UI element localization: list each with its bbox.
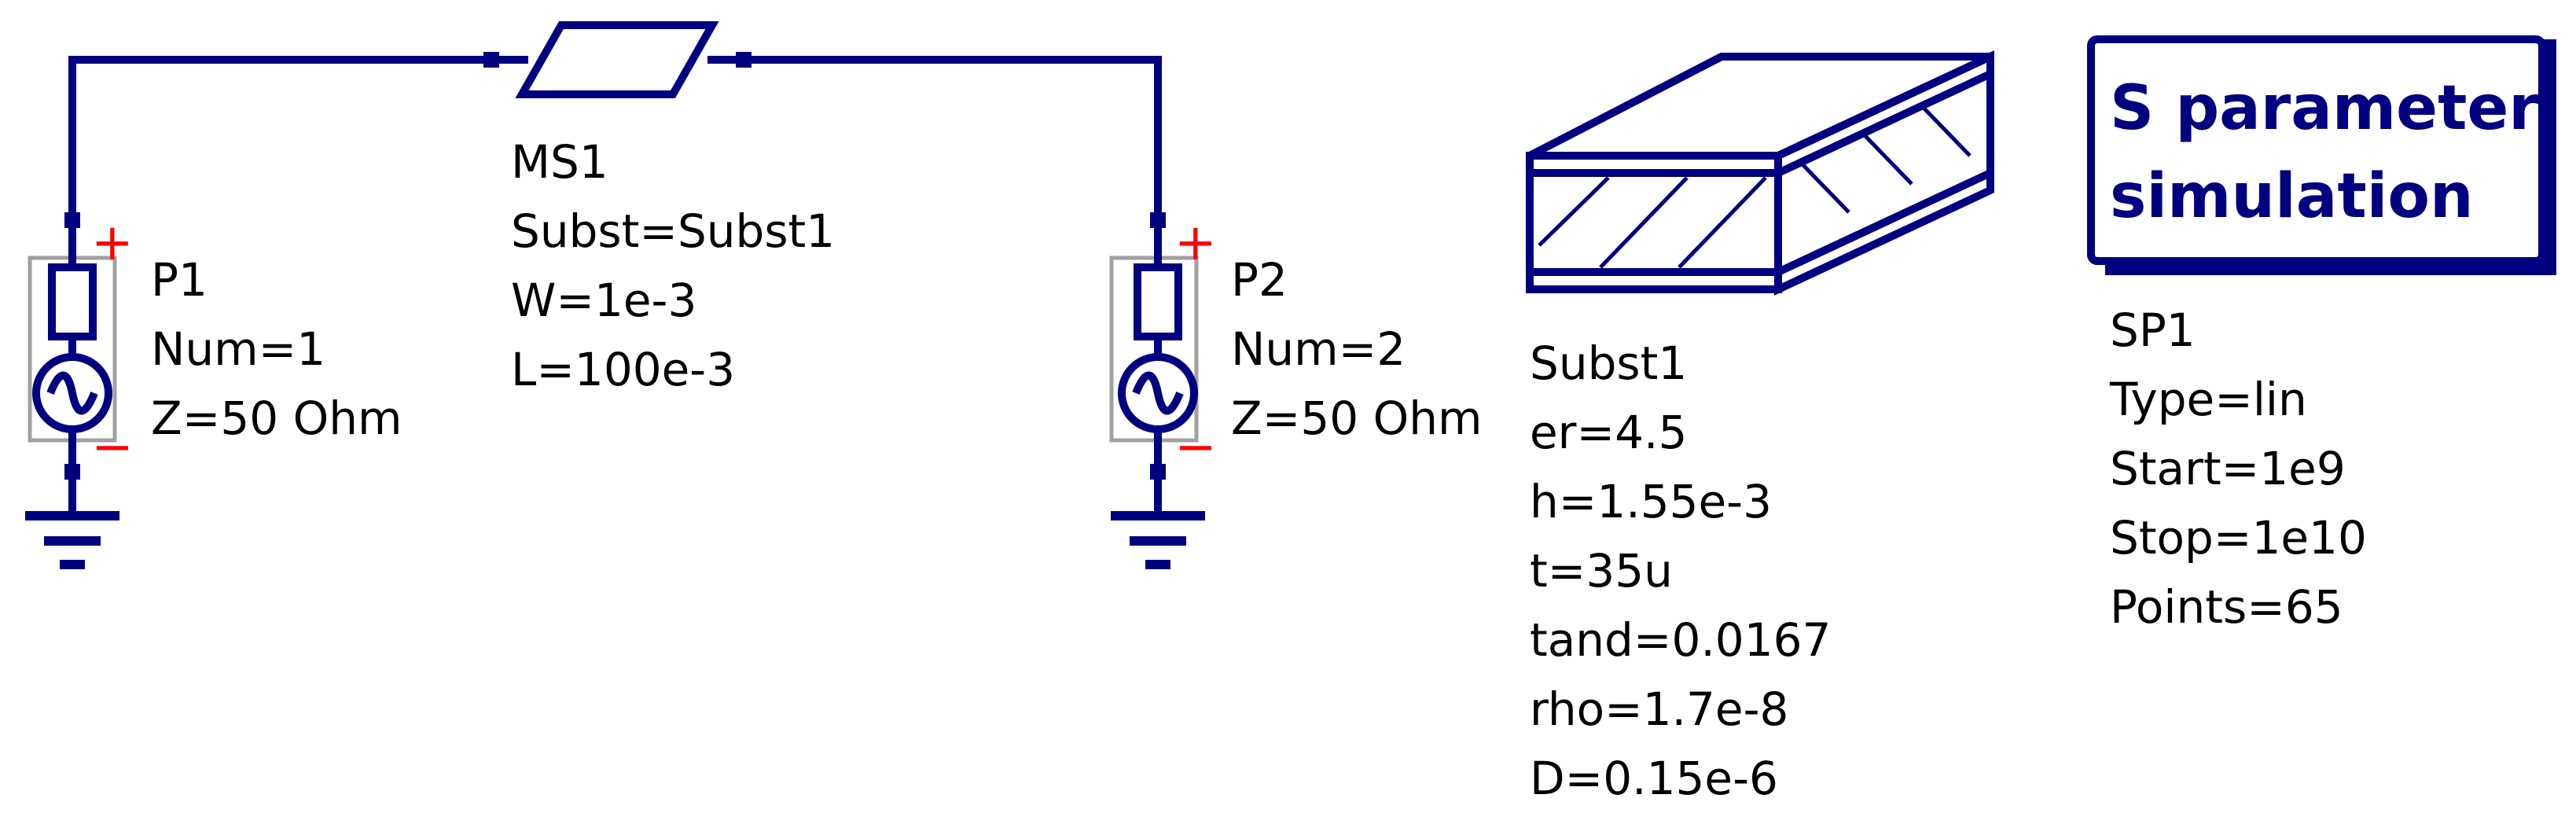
simulation-prop-stop: Stop=1e10 [2110,511,2367,565]
substrate-prop-h: h=1.55e-3 [1530,475,1772,528]
port-p1[interactable]: + − [28,212,134,480]
ms1-pin-right[interactable] [736,52,751,68]
wires [68,56,1162,220]
ms1-prop-length: L=100e-3 [511,343,735,396]
port-p1-name-label: P1 [151,253,208,307]
simulation-box [2087,35,2546,265]
substrate-side-bottom-strip [1776,169,1993,276]
port-p2[interactable]: + − [1109,212,1217,480]
simulation-prop-points: Points=65 [2110,580,2343,634]
substrate-hatch-6 [1920,104,1972,157]
port-p1-label-block: P1 Num=1 Z=50 Ohm [151,253,402,445]
substrate-label-block: Subst1 er=4.5 h=1.55e-3 t=35u tand=0.016… [1530,337,1831,805]
substrate-hatch-3 [1678,176,1767,269]
simulation-title-line-1: S parameter [2110,73,2539,144]
port-p2-label-block: P2 Num=2 Z=50 Ohm [1231,253,1482,445]
port-p1-pin-bottom[interactable] [64,464,80,480]
ground-p1[interactable] [25,480,119,569]
substrate-prop-tand: tand=0.0167 [1530,613,1831,667]
substrate-prop-t: t=35u [1530,544,1673,598]
substrate-side-top-strip [1776,70,1993,177]
port-p2-prop-num: Num=2 [1231,322,1406,376]
substrate-name-label: Subst1 [1530,337,1687,390]
substrate-side-face [1774,50,1994,296]
port-p2-plus-sign: + [1174,214,1217,272]
substrate-hatch-5 [1861,132,1913,186]
simulation-title-line-2: simulation [2110,161,2473,232]
port-p1-minus-sign: − [91,418,134,476]
microstrip-ms1[interactable] [483,21,751,98]
port-p1-plus-sign: + [91,214,134,272]
simulation-prop-type: Type=lin [2109,373,2307,426]
ms1-prop-width: W=1e-3 [511,274,696,327]
wire-ms1-to-p2[interactable] [744,56,1162,220]
ms1-prop-subst: Subst=Subst1 [511,204,835,258]
simulation-sp1[interactable]: S parameter simulation [2087,35,2556,275]
ms1-label-block: MS1 Subst=Subst1 W=1e-3 L=100e-3 [511,135,835,396]
substrate-prop-er: er=4.5 [1530,406,1687,459]
port-p2-prop-z: Z=50 Ohm [1231,392,1482,445]
substrate-hatch-4 [1799,160,1850,214]
substrate-prop-rho: rho=1.7e-8 [1530,682,1788,736]
substrate-icon [1526,50,1994,296]
ms1-pin-left[interactable] [483,52,499,68]
wire-p1-to-ms1[interactable] [68,56,491,220]
port-p1-prop-z: Z=50 Ohm [151,392,402,445]
resistor-icon [1134,263,1182,340]
port-p2-name-label: P2 [1231,253,1288,307]
port-p2-pin-top[interactable] [1150,212,1166,228]
port-p2-minus-sign: − [1174,418,1217,476]
port-p1-prop-num: Num=1 [151,322,325,376]
substrate-subst1[interactable] [1526,50,1994,296]
port-p1-pin-top[interactable] [64,212,80,228]
port-p2-pin-bottom[interactable] [1150,464,1166,480]
microstrip-icon [515,21,719,98]
simulation-label-block: SP1 Type=lin Start=1e9 Stop=1e10 Points=… [2109,303,2367,634]
substrate-hatch-2 [1599,176,1689,269]
sine-wave-icon [1132,371,1184,415]
substrate-hatch-1 [1538,176,1610,247]
simulation-name-label: SP1 [2110,303,2196,357]
sine-wave-icon [46,371,98,415]
ms1-name-label: MS1 [511,135,608,189]
simulation-prop-start: Start=1e9 [2110,442,2346,495]
resistor-icon [48,263,97,340]
ground-p2[interactable] [1111,480,1205,569]
substrate-prop-d: D=0.15e-6 [1530,752,1778,805]
